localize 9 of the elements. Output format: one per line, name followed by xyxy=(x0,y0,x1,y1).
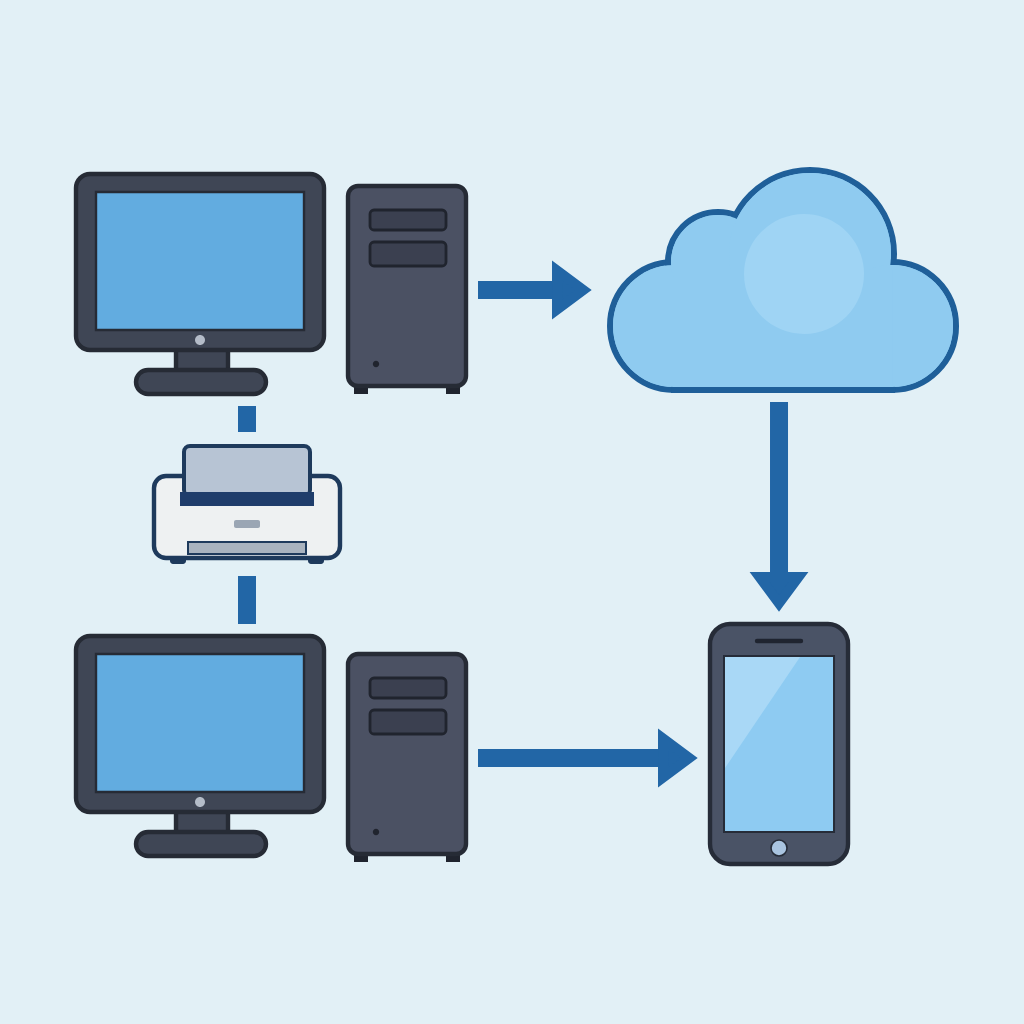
computer-tower xyxy=(345,651,469,862)
connector-line xyxy=(238,406,256,432)
printer xyxy=(151,444,343,564)
monitor xyxy=(73,171,327,397)
smartphone xyxy=(707,621,851,867)
monitor xyxy=(73,633,327,859)
cloud xyxy=(607,167,959,393)
computer-tower xyxy=(345,183,469,394)
connector-line xyxy=(238,576,256,624)
